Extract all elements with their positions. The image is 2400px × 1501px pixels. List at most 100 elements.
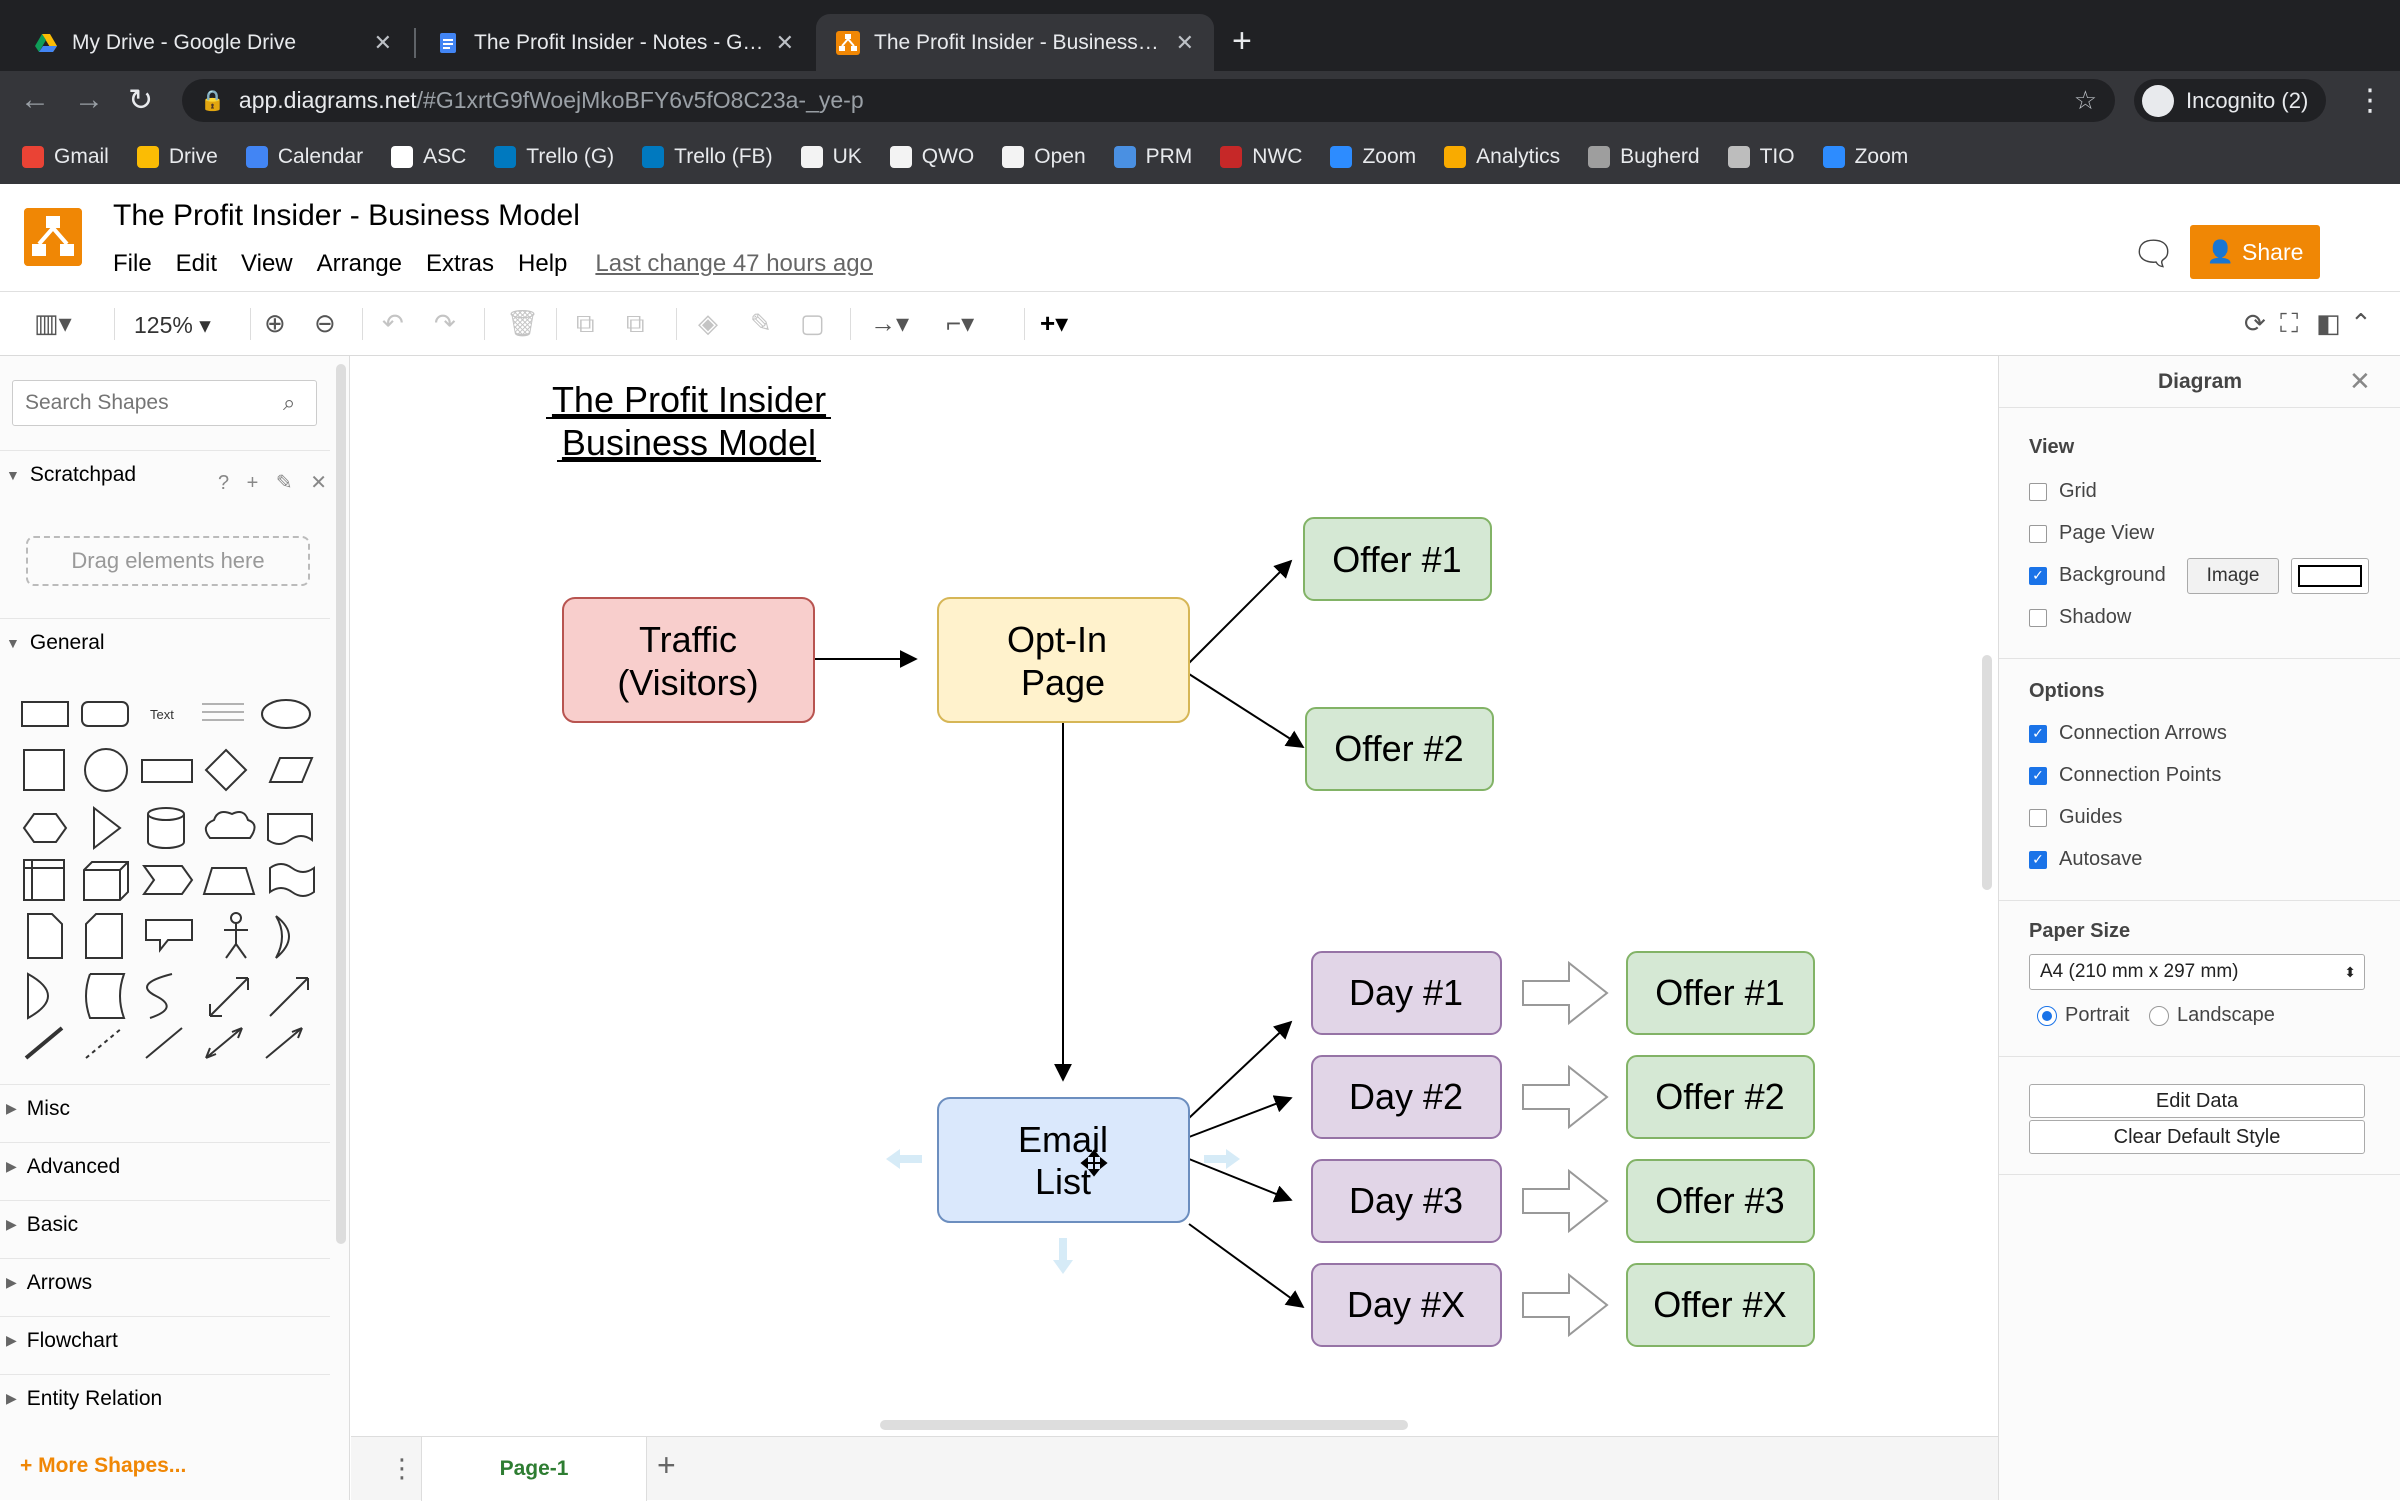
- browser-menu-icon[interactable]: ⋮: [2355, 84, 2385, 117]
- shape-arrow[interactable]: [269, 977, 309, 1017]
- day-offer-1-node[interactable]: Offer #1: [1626, 951, 1815, 1035]
- traffic-node[interactable]: Traffic (Visitors): [562, 597, 815, 723]
- comments-icon[interactable]: 🗨: [2132, 235, 2176, 273]
- sidebar-section-entity-relation[interactable]: ▶ Entity Relation: [0, 1374, 330, 1422]
- shape-data-storage[interactable]: [85, 973, 126, 1019]
- shape-text[interactable]: Text: [150, 707, 174, 722]
- shape-line[interactable]: [145, 1027, 183, 1059]
- connector-email-to-dayx[interactable]: [1188, 1223, 1305, 1309]
- canvas-horizontal-scrollbar[interactable]: [880, 1420, 1408, 1430]
- page-tab-1[interactable]: Page-1: [421, 1437, 647, 1501]
- shape-note[interactable]: [27, 913, 63, 959]
- optin-page-node[interactable]: Opt-In Page: [937, 597, 1190, 723]
- incognito-profile-button[interactable]: Incognito (2): [2134, 79, 2327, 122]
- menu-file[interactable]: File: [113, 250, 152, 277]
- browser-tab-diagrams[interactable]: The Profit Insider - Business Model ✕: [816, 14, 1214, 71]
- day-2-node[interactable]: Day #2: [1311, 1055, 1502, 1139]
- menu-view[interactable]: View: [241, 250, 293, 277]
- shape-half-circle[interactable]: [27, 972, 49, 1020]
- email-list-node[interactable]: Email List: [937, 1097, 1190, 1223]
- shape-parallelogram[interactable]: [268, 757, 314, 783]
- connector-email-to-day1[interactable]: [1188, 1020, 1293, 1119]
- bookmark-star-icon[interactable]: ☆: [2073, 85, 2097, 115]
- day-offer-x-node[interactable]: Offer #X: [1626, 1263, 1815, 1347]
- shape-circle[interactable]: [84, 748, 128, 792]
- day-x-node[interactable]: Day #X: [1311, 1263, 1502, 1347]
- bookmark-item[interactable]: Zoom: [1330, 145, 1416, 169]
- sidebar-section-basic[interactable]: ▶ Basic: [0, 1200, 330, 1248]
- shape-curve[interactable]: [146, 973, 173, 1019]
- shape-bidirectional-connector[interactable]: [205, 1027, 243, 1059]
- shape-hexagon[interactable]: [22, 813, 68, 843]
- connection-arrows-checkbox[interactable]: ✓ Connection Arrows: [2029, 722, 2227, 745]
- day-3-node[interactable]: Day #3: [1311, 1159, 1502, 1243]
- share-button[interactable]: 👤 Share: [2190, 225, 2320, 279]
- close-tab-icon[interactable]: ✕: [775, 29, 794, 55]
- background-image-button[interactable]: Image: [2187, 558, 2279, 594]
- day-offer-3-node[interactable]: Offer #3: [1626, 1159, 1815, 1243]
- to-front-icon[interactable]: ⧉: [576, 308, 595, 338]
- bookmark-item[interactable]: UK: [800, 145, 862, 169]
- shape-document[interactable]: [267, 813, 313, 845]
- connector-optin-to-offer1[interactable]: [1188, 559, 1293, 664]
- shape-callout[interactable]: [145, 919, 193, 953]
- shape-textbox[interactable]: [202, 703, 244, 721]
- shape-thick-line[interactable]: [24, 1026, 64, 1060]
- fullscreen-icon[interactable]: ⛶: [2280, 308, 2299, 338]
- shape-bidirectional-arrow[interactable]: [209, 977, 249, 1017]
- day-1-node[interactable]: Day #1: [1311, 951, 1502, 1035]
- background-color-swatch[interactable]: [2291, 558, 2369, 594]
- redo-icon[interactable]: ↷: [434, 308, 456, 338]
- shape-ellipse[interactable]: [261, 699, 311, 729]
- shape-process[interactable]: [141, 759, 193, 783]
- search-shapes-input[interactable]: [12, 380, 317, 426]
- grid-checkbox[interactable]: Grid: [2029, 480, 2097, 503]
- edit-data-button[interactable]: Edit Data: [2029, 1084, 2365, 1118]
- shape-or[interactable]: [275, 915, 290, 959]
- bookmark-item[interactable]: Drive: [136, 145, 218, 169]
- format-panel-toggle-icon[interactable]: ▥▾: [34, 308, 72, 338]
- bookmark-item[interactable]: TIO: [1727, 145, 1795, 169]
- menu-help[interactable]: Help: [518, 250, 568, 277]
- scratchpad-section-header[interactable]: ▼ Scratchpad: [0, 450, 330, 498]
- shape-step[interactable]: [142, 865, 194, 895]
- sync-icon[interactable]: ⟳: [2244, 308, 2266, 338]
- block-arrow-day2[interactable]: [1522, 1064, 1609, 1130]
- bookmark-item[interactable]: NWC: [1220, 145, 1302, 169]
- sidebar-section-arrows[interactable]: ▶ Arrows: [0, 1258, 330, 1306]
- pages-menu-icon[interactable]: ⋮: [389, 1453, 415, 1483]
- shape-actor[interactable]: [224, 912, 248, 959]
- shape-card[interactable]: [85, 913, 123, 959]
- menu-edit[interactable]: Edit: [175, 250, 218, 277]
- bookmark-item[interactable]: Gmail: [22, 145, 109, 169]
- clear-default-style-button[interactable]: Clear Default Style: [2029, 1120, 2365, 1154]
- to-back-icon[interactable]: ⧉: [626, 308, 645, 338]
- zoom-in-icon[interactable]: ⊕: [264, 308, 286, 338]
- fill-color-icon[interactable]: ◈: [698, 308, 718, 338]
- shadow-checkbox[interactable]: Shadow: [2029, 606, 2131, 629]
- bookmark-item[interactable]: QWO: [889, 145, 974, 169]
- connector-optin-to-offer2[interactable]: [1188, 673, 1305, 748]
- shadow-icon[interactable]: ▢: [800, 308, 825, 338]
- back-arrow-icon[interactable]: ←: [20, 83, 50, 116]
- sidebar-section-misc[interactable]: ▶ Misc: [0, 1084, 330, 1132]
- bookmark-item[interactable]: Zoom: [1822, 145, 1908, 169]
- scratchpad-actions[interactable]: ? + ✎ ✕: [218, 472, 333, 494]
- shape-rectangle[interactable]: [21, 701, 69, 727]
- shape-trapezoid[interactable]: [202, 867, 256, 895]
- background-checkbox[interactable]: ✓ Background: [2029, 564, 2166, 587]
- page-view-checkbox[interactable]: Page View: [2029, 522, 2154, 545]
- bookmark-item[interactable]: Trello (FB): [642, 145, 773, 169]
- insert-plus-icon[interactable]: +▾: [1040, 308, 1069, 338]
- delete-icon[interactable]: 🗑: [506, 308, 540, 338]
- portrait-radio[interactable]: Portrait: [2037, 1004, 2129, 1027]
- shape-directional-connector[interactable]: [265, 1027, 303, 1059]
- sidebar-section-advanced[interactable]: ▶ Advanced: [0, 1142, 330, 1190]
- shape-cylinder[interactable]: [147, 807, 186, 849]
- address-bar[interactable]: 🔒 app.diagrams.net/#G1xrtG9fWoejMkoBFY6v…: [182, 79, 2115, 122]
- hover-arrow-right-icon[interactable]: [1204, 1149, 1240, 1169]
- diagram-title-line-1[interactable]: The Profit Insider: [552, 379, 826, 420]
- hover-arrow-down-icon[interactable]: [1053, 1238, 1073, 1274]
- hover-arrow-left-icon[interactable]: [886, 1149, 922, 1169]
- waypoints-icon[interactable]: ⌐▾: [946, 308, 975, 338]
